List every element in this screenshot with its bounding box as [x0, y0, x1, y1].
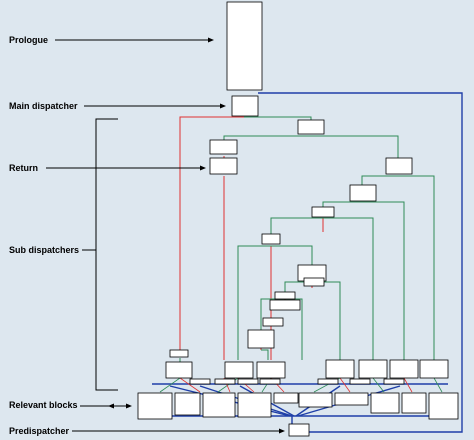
label-return: Return: [9, 163, 38, 173]
block-rel-top-4: [325, 359, 355, 379]
block-main-dispatcher: [231, 95, 259, 117]
block-relevant-10: [428, 392, 459, 420]
block-stub-1: [189, 378, 211, 385]
block-predispatcher: [288, 423, 310, 437]
block-relevant-1: [137, 392, 173, 420]
block-relevant-5: [273, 392, 299, 404]
edge-rel-2: [179, 377, 201, 393]
block-relevant-4: [237, 392, 272, 418]
block-stub-4: [259, 378, 281, 385]
label-predispatcher: Predispatcher: [9, 426, 70, 436]
block-stub-5: [317, 378, 339, 385]
block-stub-7: [383, 378, 405, 385]
label-prologue: Prologue: [9, 35, 49, 45]
block-rel-top-2: [224, 361, 254, 379]
block-sub-dispatcher-7: [274, 291, 296, 300]
edge-main-to-left: [179, 116, 244, 350]
edge-sub4-to-sub5: [270, 217, 323, 234]
block-rel-top-1: [165, 361, 193, 379]
block-relevant-6: [298, 392, 333, 408]
true-edges: [179, 116, 435, 366]
label-sub-dispatchers: Sub dispatchers: [9, 245, 80, 255]
block-sub-dispatcher-9: [262, 317, 284, 327]
block-sub-dispatcher-3: [349, 184, 377, 202]
edge-sub3-right: [362, 201, 405, 360]
edge-rel-9: [372, 377, 385, 393]
blocks: [137, 1, 459, 437]
arrow-return-head: [200, 165, 206, 171]
block-prologue: [226, 1, 263, 91]
block-sub-dispatcher-4: [311, 206, 335, 218]
edge-sub1-to-sub2: [311, 135, 399, 158]
block-relevant-3: [202, 392, 236, 418]
arrow-main-dispatcher-head: [220, 103, 226, 109]
block-relevant-9: [401, 392, 427, 414]
edge-sub4-right: [323, 217, 374, 360]
block-sub-dispatcher-8: [247, 329, 275, 349]
edge-sub2-to-sub3: [361, 175, 398, 185]
edge-sub5-left-branch: [237, 245, 271, 360]
block-sub-dispatcher-5: [261, 233, 281, 245]
edge-rel-8: [339, 377, 351, 393]
block-sub-dispatcher-10: [269, 299, 301, 311]
block-rel-top-7: [419, 359, 449, 379]
arrow-prologue-head: [208, 37, 214, 43]
block-relevant-7: [334, 392, 369, 406]
edge-rel-1: [159, 377, 181, 393]
block-sub-dispatcher-11: [303, 277, 325, 287]
edge-main-to-sub1: [244, 116, 312, 120]
block-rel-top-5: [358, 359, 388, 379]
annotations: [46, 37, 285, 434]
block-stub-3: [237, 378, 259, 385]
label-main-dispatcher: Main dispatcher: [9, 101, 78, 111]
edge-sub8-right: [261, 349, 269, 360]
edge-sub6-right: [312, 281, 341, 360]
block-relevant-2: [174, 392, 201, 416]
edge-sub1-to-ret: [223, 135, 311, 140]
block-stub-6: [349, 378, 371, 385]
arrow-predispatcher-head: [279, 428, 285, 434]
block-return-2: [209, 157, 238, 175]
edge-rel-10: [403, 377, 413, 393]
block-relevant-8: [370, 392, 400, 414]
edge-sub5-to-sub6: [271, 245, 313, 265]
edge-rel-11: [433, 377, 443, 393]
edge-sub2-right: [398, 175, 435, 360]
edge-sub6-to-sub7: [284, 281, 312, 292]
block-sub-dispatcher-2: [385, 157, 413, 175]
block-rel-top-6: [389, 359, 419, 379]
block-sub-dispatcher-1: [297, 119, 325, 135]
block-rel-top-3: [256, 361, 286, 379]
sub-dispatchers-bracket: [95, 118, 118, 391]
block-return-1: [209, 139, 238, 155]
arrow-relevant-head: [126, 403, 132, 409]
label-relevant-blocks: Relevant blocks: [9, 400, 78, 410]
block-stub-2: [214, 378, 236, 385]
edge-sub3-to-sub4: [322, 201, 362, 207]
block-left-dispatcher: [169, 349, 189, 358]
edge-loop-predispatcher-to-main: [258, 92, 463, 433]
